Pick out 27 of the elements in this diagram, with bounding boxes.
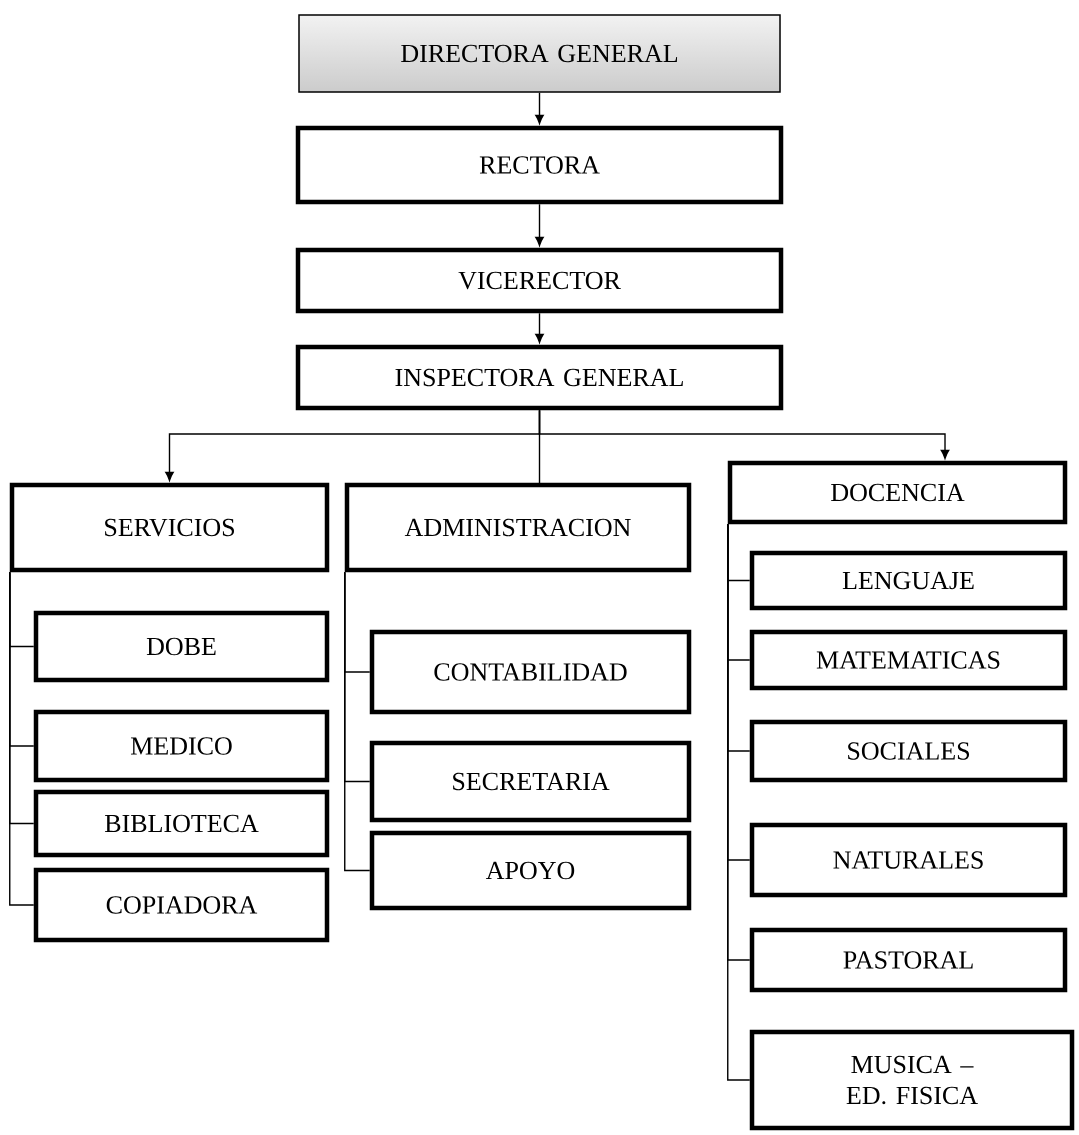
org-box: SECRETARIA — [369, 740, 692, 823]
org-box: DOBE — [33, 610, 330, 683]
org-box: INSPECTORA GENERAL — [295, 344, 784, 411]
org-box: CONTABILIDAD — [369, 629, 692, 715]
org-box: COPIADORA — [33, 867, 330, 943]
org-box: MUSICA – ED. FISICA — [749, 1029, 1075, 1131]
org-box: DOCENCIA — [727, 460, 1068, 525]
title-box: DIRECTORA GENERAL — [298, 14, 781, 93]
org-box: APOYO — [369, 830, 692, 911]
connector — [344, 571, 371, 872]
connector — [538, 409, 950, 460]
connector — [535, 312, 544, 344]
connector — [727, 523, 751, 1081]
org-box: BIBLIOTECA — [33, 789, 330, 858]
org-box: RECTORA — [295, 125, 784, 205]
org-box: PASTORAL — [749, 927, 1068, 993]
org-box: SERVICIOS — [9, 482, 330, 573]
org-box: MATEMATICAS — [749, 629, 1068, 691]
connector — [535, 203, 544, 247]
org-box: MEDICO — [33, 709, 330, 783]
org-box: VICERECTOR — [295, 247, 784, 314]
org-box: SOCIALES — [749, 719, 1068, 783]
connector — [535, 92, 544, 125]
org-box: NATURALES — [749, 822, 1068, 898]
connector — [9, 571, 35, 906]
org-box: ADMINISTRACION — [344, 482, 692, 573]
org-box: LENGUAJE — [749, 550, 1068, 611]
